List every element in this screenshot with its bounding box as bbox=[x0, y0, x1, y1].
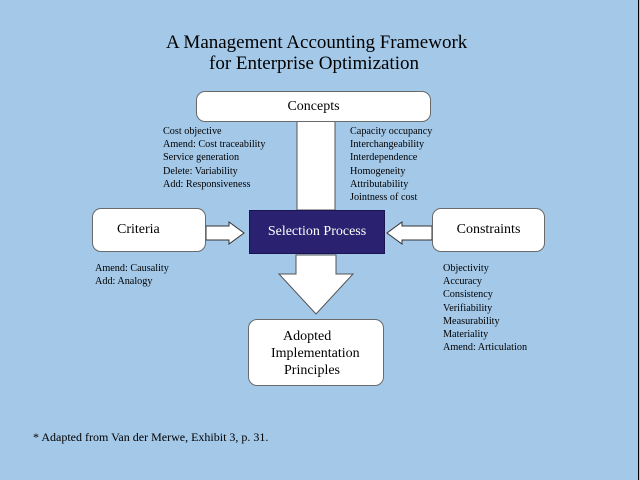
list-item: Amend: Cost traceability bbox=[163, 139, 266, 151]
list-item: Objectivity bbox=[443, 263, 489, 274]
selection-down-arrow bbox=[277, 254, 355, 315]
footnote: * Adapted from Van der Merwe, Exhibit 3,… bbox=[33, 430, 269, 444]
constraints-list: Objectivity Accuracy Consistency Verifia… bbox=[443, 262, 527, 354]
list-item: Measurability bbox=[443, 315, 500, 327]
list-item: Capacity occupancy bbox=[350, 126, 433, 137]
constraints-box: Constraints bbox=[432, 208, 545, 252]
list-item: Add: Analogy bbox=[95, 276, 153, 288]
concepts-right-list: Capacity occupancy Interchangeability In… bbox=[350, 125, 432, 204]
list-item: Service generation bbox=[163, 152, 240, 164]
concepts-to-selection-shaft bbox=[296, 117, 336, 211]
constraints-label: Constraints bbox=[456, 222, 521, 237]
title-line-2: for Enterprise Optimization bbox=[209, 53, 419, 74]
list-item: Interchangeability bbox=[350, 139, 425, 151]
adopted-principles-box: Adopted Implementation Principles bbox=[248, 319, 384, 386]
concepts-left-list: Cost objective Amend: Cost traceability … bbox=[163, 125, 265, 191]
list-item: Materiality bbox=[443, 329, 489, 341]
constraints-arrow-left bbox=[386, 221, 433, 245]
list-item: Accuracy bbox=[443, 276, 483, 288]
list-item: Add: Responsiveness bbox=[163, 178, 251, 190]
concepts-label: Concepts bbox=[287, 98, 340, 114]
concepts-box: Concepts bbox=[196, 91, 431, 122]
selection-process-box: Selection Process bbox=[249, 210, 385, 254]
adopted-line-3: Principles bbox=[284, 363, 340, 378]
list-item: Homogeneity bbox=[350, 165, 406, 177]
list-item: Amend: Articulation bbox=[443, 342, 528, 354]
selection-process-label: Selection Process bbox=[267, 224, 367, 239]
adopted-line-2: Implementation bbox=[271, 346, 360, 361]
adopted-line-1: Adopted bbox=[283, 329, 332, 344]
list-item: Delete: Variability bbox=[163, 165, 238, 177]
list-item: Jointness of cost bbox=[350, 192, 418, 204]
list-item: Consistency bbox=[443, 289, 493, 301]
criteria-arrow-right bbox=[205, 221, 245, 245]
list-item: Amend: Causality bbox=[95, 263, 169, 274]
list-item: Attributability bbox=[350, 178, 409, 190]
criteria-box: Criteria bbox=[92, 208, 206, 252]
title-line-1: A Management Accounting Framework bbox=[166, 32, 468, 53]
criteria-label: Criteria bbox=[117, 222, 160, 237]
list-item: Interdependence bbox=[350, 152, 418, 164]
criteria-list: Amend: Causality Add: Analogy bbox=[95, 262, 169, 288]
list-item: Cost objective bbox=[163, 126, 222, 137]
list-item: Verifiability bbox=[443, 302, 493, 314]
